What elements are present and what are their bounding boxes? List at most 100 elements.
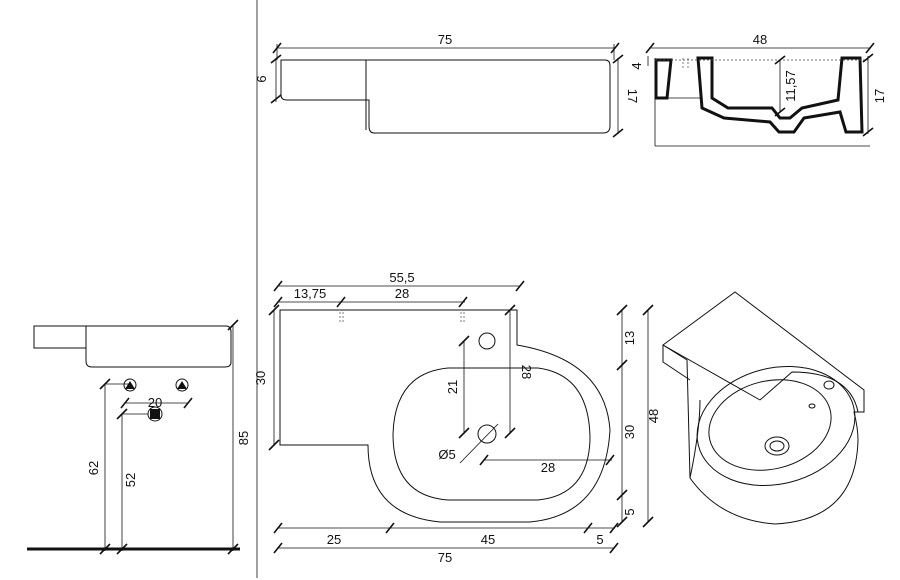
dim-tick — [273, 280, 283, 292]
dim-tick — [458, 335, 470, 347]
dim-tick — [116, 543, 128, 555]
dim-label-plan-right-mid: 30 — [622, 425, 637, 439]
dim-label-supply-spacing: 20 — [148, 395, 162, 410]
dim-tick — [605, 454, 615, 466]
supply-valve-left-mark — [125, 381, 135, 389]
iso-overflow — [808, 403, 816, 409]
dim-tick — [116, 408, 128, 420]
cross-section-view: 48 4 11,57 17 — [629, 32, 887, 147]
section-bowl — [696, 56, 864, 134]
dim-label-plan-drain-dia: Ø5 — [438, 447, 455, 462]
dim-label-top-width: 75 — [438, 32, 452, 47]
dim-tick — [610, 42, 620, 54]
dim-tick — [616, 359, 628, 371]
dim-tick — [774, 107, 786, 117]
front-elevation-outline — [280, 59, 611, 134]
iso-tap-hole — [823, 380, 835, 390]
plan-basin-inner — [392, 367, 591, 501]
plan-drain — [477, 424, 497, 444]
dim-label-plan-left-width: 55,5 — [389, 270, 414, 285]
side-view-bowl — [85, 325, 232, 368]
dim-tick — [385, 522, 395, 534]
iso-drain-outer — [764, 436, 790, 456]
dim-tick — [612, 54, 624, 64]
dim-label-section-height: 17 — [872, 89, 887, 103]
dim-tick — [273, 296, 283, 308]
dim-label-plan-right-total: 48 — [646, 409, 661, 423]
dim-tick — [273, 522, 283, 534]
dim-label-section-depth: 11,57 — [783, 70, 798, 102]
dim-label-plan-tap-offset: 21 — [445, 380, 460, 394]
dim-label-plan-bottom-b: 45 — [481, 532, 495, 547]
dim-tick — [774, 55, 786, 65]
iso-deck-front — [662, 344, 761, 401]
dim-tick — [612, 128, 624, 138]
drain-outlet-mark — [150, 409, 160, 419]
dim-tick — [270, 94, 282, 104]
side-installation-view: 20 62 52 85 — [27, 319, 251, 555]
plan-tap-hole — [478, 332, 496, 350]
dim-tick — [616, 489, 628, 501]
dim-tick — [99, 378, 111, 390]
dim-tick — [458, 427, 470, 439]
iso-drain-inner — [769, 440, 785, 452]
dim-tick — [479, 454, 489, 466]
section-left-wall — [654, 58, 673, 100]
dim-tick — [273, 542, 283, 554]
iso-side-curve — [689, 399, 701, 479]
dim-tick — [583, 522, 593, 534]
dim-label-plan-bottom-total: 75 — [438, 550, 452, 565]
supply-valve-right-mark — [177, 381, 187, 389]
dim-tick — [120, 397, 130, 409]
dim-tick — [645, 42, 655, 54]
dim-tick — [862, 53, 874, 63]
dim-label-section-width: 48 — [753, 32, 767, 47]
dim-label-plan-left-depth: 30 — [253, 371, 268, 385]
iso-deck-edge — [662, 345, 691, 381]
dim-tick — [99, 543, 111, 555]
dim-label-plan-drain-to-edge: 28 — [541, 460, 555, 475]
side-view-deck — [33, 325, 87, 349]
dim-label-plan-right-top: 13 — [622, 331, 637, 345]
leader-drain-diameter — [459, 423, 499, 464]
dim-tick — [268, 304, 280, 316]
front-elevation-view: 75 6 17 — [254, 32, 640, 138]
dim-label-plan-bottom-c: 5 — [596, 532, 603, 547]
dim-tick — [504, 304, 516, 316]
dim-label-top-height-left: 6 — [254, 75, 269, 82]
plan-view: 55,5 13,75 28 30 21 28 Ø5 28 — [253, 270, 661, 565]
isometric-view — [662, 291, 865, 525]
dim-tick — [227, 543, 239, 555]
dim-label-plan-bottom-a: 25 — [327, 532, 341, 547]
dim-tick — [270, 54, 282, 64]
dim-label-total-height: 85 — [236, 431, 251, 445]
dim-tick — [458, 296, 468, 308]
iso-rim-inner — [708, 379, 832, 471]
dim-label-plan-tap-to-drain: 28 — [519, 365, 534, 379]
dim-label-plan-right-bottom: 5 — [622, 508, 637, 515]
dim-tick — [616, 304, 628, 316]
dim-tick — [865, 42, 875, 54]
dim-label-section-rim: 4 — [629, 62, 644, 69]
dim-tick — [183, 397, 193, 409]
dim-tick — [609, 522, 619, 534]
dim-tick — [227, 319, 239, 331]
plan-outline — [279, 309, 611, 523]
iso-deck-right — [759, 371, 859, 413]
dim-label-top-height-right: 17 — [625, 89, 640, 103]
dim-tick — [642, 304, 654, 316]
dim-label-plan-offset: 13,75 — [294, 286, 327, 301]
iso-rim-outer — [696, 365, 856, 487]
dim-tick — [862, 127, 874, 137]
dim-tick — [504, 427, 516, 439]
dim-tick — [336, 296, 346, 308]
dim-tick — [616, 516, 628, 528]
dim-label-drain-height: 52 — [123, 473, 138, 487]
iso-outline — [662, 291, 865, 525]
dim-tick — [515, 280, 525, 292]
dim-label-plan-holes-spacing: 28 — [395, 286, 409, 301]
dim-tick — [609, 542, 619, 554]
dim-tick — [268, 439, 280, 451]
dim-tick — [642, 516, 654, 528]
